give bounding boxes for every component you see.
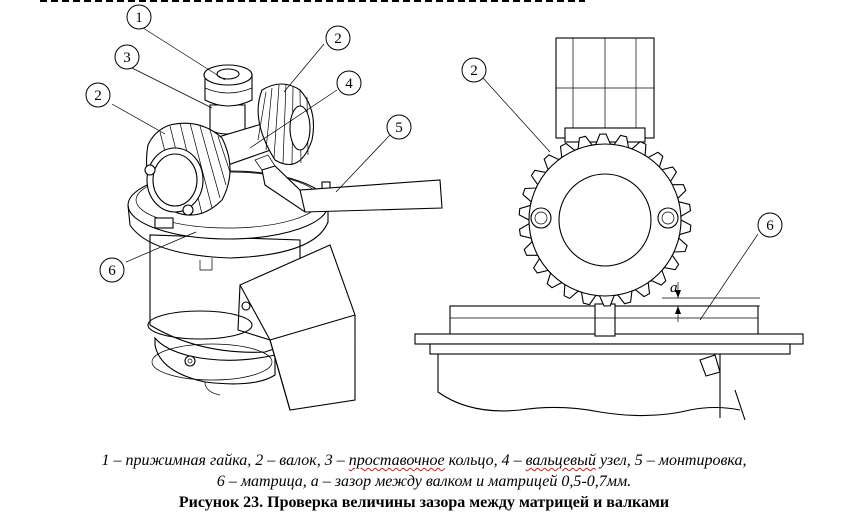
callout-circle-L4	[336, 70, 362, 96]
callout-number-L5: 5	[395, 120, 403, 136]
callout-number-L1: 1	[135, 10, 143, 26]
legend-line-2: 6 – матрица, а – зазор между валком и ма…	[216, 473, 632, 490]
left-view-press-assembly	[127, 64, 443, 411]
callout-circle-R2	[461, 57, 487, 83]
callouts: 1 3 2 2 4 5 6 2 6	[85, 4, 783, 321]
callout-number-R6: 6	[766, 218, 774, 234]
gap-label: a	[670, 280, 678, 296]
callout-number-L6: 6	[108, 263, 116, 279]
callout-circle-L3	[114, 44, 140, 70]
callout-number-L3: 3	[123, 50, 131, 66]
callout-circle-L1	[126, 4, 152, 30]
legend-text: 1 – прижимная гайка, 2 – валок, 3 –	[101, 452, 349, 469]
right-view-gap-check: a	[414, 37, 804, 421]
technical-drawing: .ln { fill: none; stroke: #000; stroke-w…	[0, 0, 804, 421]
callout-number-L2a: 2	[94, 88, 102, 104]
figure-title: Рисунок 23. Проверка величины зазора меж…	[178, 494, 670, 511]
callout-circle-L2a	[85, 82, 111, 108]
front-roller	[144, 122, 231, 216]
figure-caption: 1 – прижимная гайка, 2 – валок, 3 – прос…	[0, 450, 848, 513]
callout-circle-L5	[386, 114, 412, 140]
legend-text-spellcheck: проставочное	[348, 452, 445, 469]
callout-number-R2: 2	[470, 63, 478, 79]
legend-text-spellcheck: вальцевый	[525, 452, 596, 469]
cropped-top-text	[0, 0, 600, 4]
callout-circle-L6	[99, 257, 125, 283]
gap-dimension: a	[662, 280, 760, 322]
callout-circle-L2b	[325, 25, 351, 51]
callout-number-L2b: 2	[334, 31, 342, 47]
callout-number-L4: 4	[345, 76, 353, 92]
callout-circle-R6	[757, 212, 783, 238]
legend-text: кольцо, 4 –	[444, 452, 526, 469]
legend-line-1: 1 – прижимная гайка, 2 – валок, 3 – прос…	[0, 450, 848, 471]
legend-text: узел, 5 – монтировка,	[595, 452, 747, 469]
